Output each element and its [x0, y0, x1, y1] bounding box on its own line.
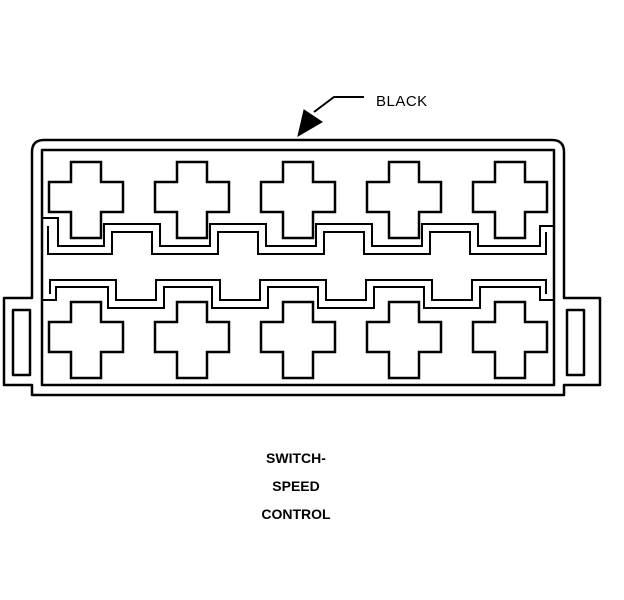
caption-line-3: CONTROL: [261, 506, 331, 522]
callout-leader-line: [313, 96, 364, 113]
terminal-cavity-r1-c2: [153, 160, 231, 240]
terminal-cavity-r1-c1: [47, 160, 125, 240]
connector-caption: SWITCH- SPEED CONTROL: [196, 444, 396, 528]
terminal-cavity-r2-c1: [47, 300, 125, 380]
callout-arrowhead: [297, 109, 323, 138]
wire-color-label: BLACK: [376, 93, 428, 110]
upper-keyway-rail-inner: [47, 226, 547, 255]
terminal-cavity-r2-c2: [153, 300, 231, 380]
terminal-cavity-r2-c3: [259, 300, 337, 380]
terminal-cavity-r1-c4: [365, 160, 443, 240]
caption-line-2: SPEED: [272, 478, 320, 494]
connector-inner-frame: [40, 148, 556, 387]
lower-keyway-rail: [42, 286, 554, 309]
terminal-cavity-r1-c5: [471, 160, 549, 240]
right-lock-tab: [565, 308, 586, 377]
lower-keyway-rail-inner: [49, 279, 547, 301]
terminal-cavity-r1-c3: [259, 160, 337, 240]
terminal-cavity-r2-c4: [365, 300, 443, 380]
upper-keyway-rail: [42, 217, 554, 247]
left-lock-tab: [11, 308, 32, 377]
connector-housing: [2, 138, 602, 397]
terminal-cavity-r2-c5: [471, 300, 549, 380]
caption-line-1: SWITCH-: [266, 450, 326, 466]
